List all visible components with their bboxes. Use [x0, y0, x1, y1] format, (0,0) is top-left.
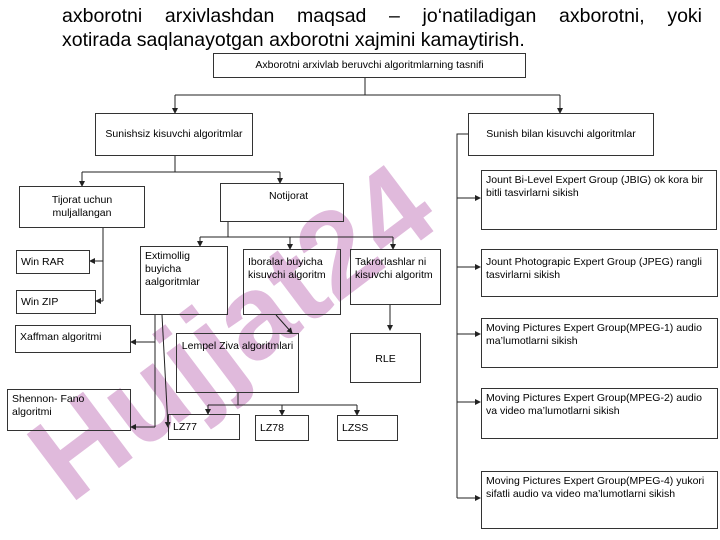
connector-lossless	[82, 155, 280, 173]
mpeg2-node: Moving Pictures Expert Group(MPEG-2) aud…	[481, 388, 718, 439]
mpeg4-node: Moving Pictures Expert Group(MPEG-4) yuk…	[481, 471, 718, 529]
lz78-node: LZ78	[255, 415, 309, 441]
lz77-node: LZ77	[168, 414, 240, 440]
shannon-node: Shennon- Fano algoritmi	[7, 389, 131, 431]
connector-dictionary-lempel	[275, 314, 293, 334]
connector-lempel	[208, 393, 357, 406]
lzss-node: LZSS	[337, 415, 398, 441]
repetition-node: Takrorlashlar ni kisuvchi algoritm	[350, 249, 441, 305]
connector-probabilistic-lz77	[161, 314, 171, 428]
winrar-node: Win RAR	[16, 250, 90, 274]
page-heading: axborotni arxivlashdan maqsad – jo‘natil…	[62, 4, 702, 52]
lempel-node: Lempel Ziva algoritmlari	[176, 333, 299, 393]
connector-root	[175, 78, 560, 96]
rle-node: RLE	[350, 333, 421, 383]
lossless-node: Sunishsiz kisuvchi algoritmlar	[95, 113, 253, 156]
heading-line-1: axborotni arxivlashdan maqsad – jo‘natil…	[62, 5, 702, 27]
winzip-node: Win ZIP	[16, 290, 96, 314]
jpeg-node: Jount Photograpic Expert Group (JPEG) ra…	[481, 249, 718, 297]
jbig-node: Jount Bi-Level Expert Group (JBIG) ok ko…	[481, 170, 717, 230]
connector-lossy	[456, 133, 468, 498]
heading-line-2: xotirada saqlanayotgan axborotni xajmini…	[62, 29, 525, 51]
noncommercial-node: Notijorat	[220, 183, 344, 222]
lossy-node: Sunish bilan kisuvchi algoritmlar	[468, 113, 654, 156]
commercial-node: Tijorat uchun muljallangan	[19, 186, 145, 228]
probabilistic-node: Extimollig buyicha aalgoritmlar	[140, 246, 228, 315]
mpeg1-node: Moving Pictures Expert Group(MPEG-1) aud…	[481, 318, 718, 368]
connector-noncommercial	[200, 222, 393, 238]
huffman-node: Xaffman algoritmi	[15, 325, 131, 353]
root-node: Axborotni arxivlab beruvchi algoritmlarn…	[213, 53, 526, 78]
dictionary-node: Iboralar buyicha kisuvchi algoritm	[243, 249, 341, 315]
